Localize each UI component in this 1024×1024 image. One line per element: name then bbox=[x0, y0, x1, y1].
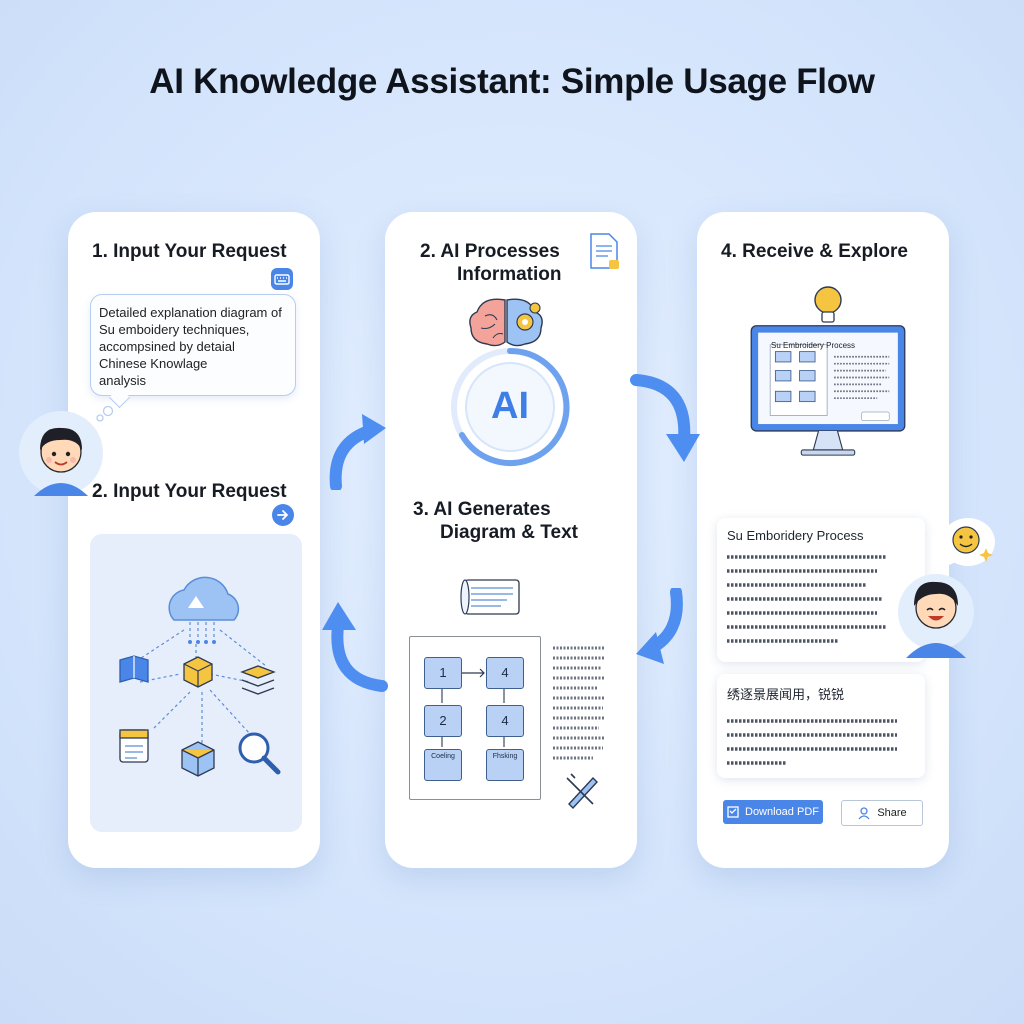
thought-dots-icon bbox=[96, 406, 114, 422]
flow-node: 4 bbox=[486, 657, 524, 689]
step3-heading-line1: 3. AI Generates bbox=[413, 499, 551, 520]
flow-diagram: 1 4 2 4 Coeling Fhsking bbox=[409, 636, 541, 800]
cube-icon bbox=[183, 656, 213, 688]
brain-icon bbox=[469, 298, 543, 347]
share-icon bbox=[858, 807, 870, 820]
document-icon bbox=[119, 729, 149, 763]
document-icon bbox=[590, 233, 619, 269]
ai-ring bbox=[451, 347, 570, 466]
knowledge-network-illustration bbox=[90, 534, 302, 832]
section-title: Su Emboridery Process bbox=[727, 528, 864, 543]
page-title: AI Knowledge Assistant: Simple Usage Flo… bbox=[149, 62, 875, 101]
flow-node-label: Fhsking bbox=[486, 749, 524, 781]
share-label: Share bbox=[877, 807, 907, 819]
flow-arrow-3 bbox=[636, 588, 683, 664]
flow-node: 2 bbox=[424, 705, 462, 737]
step2-heading-line2: Information bbox=[457, 264, 562, 285]
cloud-icon bbox=[168, 576, 240, 621]
step3-heading-line2: Diagram & Text bbox=[440, 522, 578, 543]
download-label: Download PDF bbox=[745, 806, 819, 818]
user-avatar bbox=[19, 411, 103, 496]
download-pdf-button[interactable]: Download PDF bbox=[723, 800, 823, 824]
section2-title: 绣逐景展闻用，锐锐 bbox=[727, 687, 845, 702]
layers-icon bbox=[240, 665, 276, 695]
lightbulb-icon bbox=[814, 286, 842, 323]
arrow-right-icon[interactable] bbox=[272, 504, 294, 526]
flow-arrow-2 bbox=[630, 374, 700, 462]
request-bubble[interactable]: Detailed explanation diagram of Su emboi… bbox=[90, 294, 296, 396]
step1-heading: 1. Input Your Request bbox=[92, 241, 287, 262]
flow-arrow-1 bbox=[329, 414, 386, 490]
step1-card: 1. Input Your Request Detailed explanati… bbox=[68, 212, 320, 868]
screen-title: Su Embroidery Process bbox=[771, 341, 856, 350]
user-avatar-happy bbox=[898, 574, 974, 658]
generated-text-lines bbox=[553, 646, 605, 760]
step4-heading: 4. Receive & Explore bbox=[721, 241, 908, 262]
step1b-heading: 2. Input Your Request bbox=[92, 481, 287, 502]
cube-blue-icon bbox=[181, 741, 215, 777]
book-icon bbox=[119, 655, 149, 683]
result-section: Su Emboridery Process bbox=[717, 518, 925, 662]
scroll-icon bbox=[460, 579, 520, 615]
result-text-lines bbox=[727, 555, 887, 643]
step2-heading-line1: 2. AI Processes bbox=[420, 241, 560, 262]
ai-label: AI bbox=[491, 385, 529, 427]
flow-node: 4 bbox=[486, 705, 524, 737]
magnifier-icon bbox=[238, 732, 281, 775]
share-button[interactable]: Share bbox=[841, 800, 923, 826]
step2-card: 2. AI Processes Information AI 3. AI Gen… bbox=[385, 212, 637, 868]
request-text: Detailed explanation diagram of Su emboi… bbox=[99, 305, 282, 388]
download-icon bbox=[727, 806, 739, 818]
flow-arrow-4 bbox=[322, 602, 388, 692]
monitor-icon bbox=[750, 325, 906, 456]
analysis-section: 绣逐景展闻用，锐锐 bbox=[717, 674, 925, 778]
pen-tool-icon bbox=[566, 773, 598, 810]
flow-node: 1 bbox=[424, 657, 462, 689]
step4-card: 4. Receive & Explore Su Embroidery Proce… bbox=[697, 212, 949, 868]
analysis-text-lines bbox=[727, 719, 897, 765]
happy-emoji-bubble bbox=[941, 518, 995, 568]
flow-node-label: Coeling bbox=[424, 749, 462, 781]
keyboard-icon bbox=[271, 268, 293, 290]
